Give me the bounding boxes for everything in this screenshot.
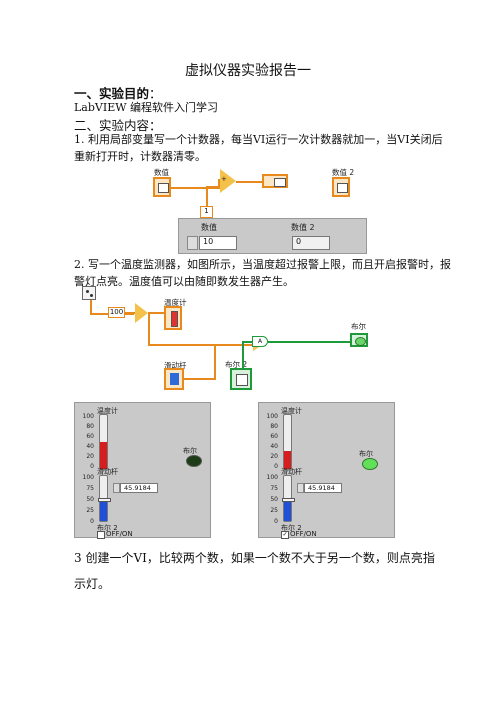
fig3-right-switch-text: OFF/ON: [290, 530, 317, 538]
fig1-control-value[interactable]: 10: [199, 236, 237, 250]
fig1-local-var-a: [153, 177, 171, 197]
fig1-increment-arrows[interactable]: [187, 236, 198, 250]
item-2-line-1: 2. 写一个温度监测器，如图所示，当温度超过报警上限，而且开启报警时，报: [74, 258, 451, 271]
fig3-left-bool-label: 布尔: [183, 447, 197, 455]
fig3-left-bool2-label: 布尔 2: [97, 524, 118, 532]
fig3-left-arrows[interactable]: [113, 483, 120, 493]
fig3-right-checkbox[interactable]: ✓: [281, 531, 289, 539]
section-1-heading-text: 一、实验目的: [74, 86, 150, 101]
therm-tick: 40: [86, 443, 94, 450]
fig2-switch-terminal: [230, 368, 252, 390]
fig2-therm-terminal: [164, 306, 182, 330]
item-3-line-2: 示灯。: [74, 577, 111, 591]
therm-tick: 40: [270, 443, 278, 450]
page-title: 虚拟仪器实验报告一: [185, 63, 311, 79]
fig2-led-terminal: [350, 333, 368, 347]
section-2-heading: 二、实验内容：: [74, 115, 162, 134]
slider-tick: 100: [82, 474, 94, 481]
slider-tick: 25: [86, 507, 94, 514]
item-1-line-2: 重新打开时，计数器清零。: [74, 150, 206, 163]
slider-tick: 25: [270, 507, 278, 514]
slider-tick: 75: [270, 485, 278, 492]
section-2-colon: ：: [149, 118, 162, 133]
fig2-random-node: [82, 286, 96, 300]
fig1-label-a: 数值: [154, 168, 169, 177]
therm-tick: 20: [270, 453, 278, 460]
item-2-line-2: 警灯点亮。温度值可以由随即数发生器产生。: [74, 275, 294, 288]
fig3-left-slider[interactable]: [98, 475, 111, 522]
figure-2-diagram: 100 温度计 A 布尔 滑动杆 布尔 2: [80, 284, 380, 394]
fig2-slider-terminal: [164, 368, 184, 390]
fig2-label-bool2: 布尔 2: [225, 360, 248, 369]
figure-1-panel: 数值 数值 2 10 0: [178, 218, 367, 254]
slider-tick: 0: [90, 518, 94, 525]
fig3-right-slider-label: 滑动杆: [281, 468, 302, 476]
item-3-line-1: 3 创建一个VI，比较两个数，如果一个数不大于另一个数，则点亮指: [74, 551, 435, 565]
section-2-prefix: 二、实验内容: [74, 118, 150, 133]
slider-tick: 75: [86, 485, 94, 492]
therm-tick: 80: [270, 423, 278, 430]
fig3-left-therm-label: 温度计: [97, 407, 118, 415]
fig2-label-therm: 温度计: [164, 298, 187, 307]
therm-tick: 0: [90, 463, 94, 470]
therm-tick: 80: [86, 423, 94, 430]
fig1-panel-label-a: 数值: [201, 223, 217, 232]
fig2-const-100: 100: [108, 307, 125, 318]
fig3-left-checkbox[interactable]: [97, 531, 105, 539]
figure-1-diagram: 数值 + 1 数值 2: [148, 166, 366, 256]
section-1-heading: 一、实验目的：: [74, 83, 162, 102]
fig3-right-led: [362, 458, 378, 470]
fig3-right-therm-label: 温度计: [281, 407, 302, 415]
fig3-left-slider-value[interactable]: 45.9184: [120, 483, 158, 493]
fig3-right-bool-label: 布尔: [359, 450, 373, 458]
fig2-and-node: A: [252, 336, 268, 347]
fig3-right-panel: 温度计 100 80 60 40 20 0 布尔 滑动杆 100 75 50 2…: [258, 402, 395, 539]
therm-tick: 0: [274, 463, 278, 470]
fig3-right-bool2-label: 布尔 2: [281, 524, 302, 532]
fig1-label-b: 数值 2: [332, 168, 355, 177]
fig1-local-var-b: [332, 177, 350, 197]
item-1-line-1: 1. 利用局部变量写一个计数器，每当VI运行一次计数器就加一，当VI关闭后: [74, 133, 443, 146]
fig3-right-arrows[interactable]: [297, 483, 304, 493]
section-1-colon: ：: [149, 86, 162, 101]
therm-tick: 60: [86, 433, 94, 440]
fig1-panel-label-b: 数值 2: [291, 223, 315, 232]
fig1-indicator: [262, 174, 288, 188]
fig2-label-slider: 滑动杆: [164, 361, 187, 370]
slider-tick: 50: [86, 496, 94, 503]
fig2-label-bool: 布尔: [351, 322, 366, 331]
fig1-add-node: [220, 169, 236, 193]
fig3-left-slider-label: 滑动杆: [97, 468, 118, 476]
fig3-left-thermometer: [99, 414, 108, 470]
slider-tick: 100: [266, 474, 278, 481]
section-1-body: LabVIEW 编程软件入门学习: [74, 101, 219, 114]
fig1-const-one: 1: [200, 206, 213, 218]
slider-tick: 0: [274, 518, 278, 525]
fig3-right-slider-value[interactable]: 45.9184: [304, 483, 342, 493]
therm-tick: 20: [86, 453, 94, 460]
fig1-indicator-value: 0: [292, 236, 330, 250]
therm-tick: 100: [266, 413, 278, 420]
therm-tick: 60: [270, 433, 278, 440]
fig3-left-panel: 温度计 100 80 60 40 20 0 布尔 滑动杆 100 75 50 2…: [74, 402, 211, 539]
fig3-right-thermometer: [283, 414, 292, 470]
slider-tick: 50: [270, 496, 278, 503]
fig2-multiply-node: [135, 303, 148, 323]
fig3-left-switch-text: OFF/ON: [106, 530, 133, 538]
fig3-left-led: [186, 455, 202, 467]
fig3-right-slider[interactable]: [282, 475, 295, 522]
therm-tick: 100: [82, 413, 94, 420]
